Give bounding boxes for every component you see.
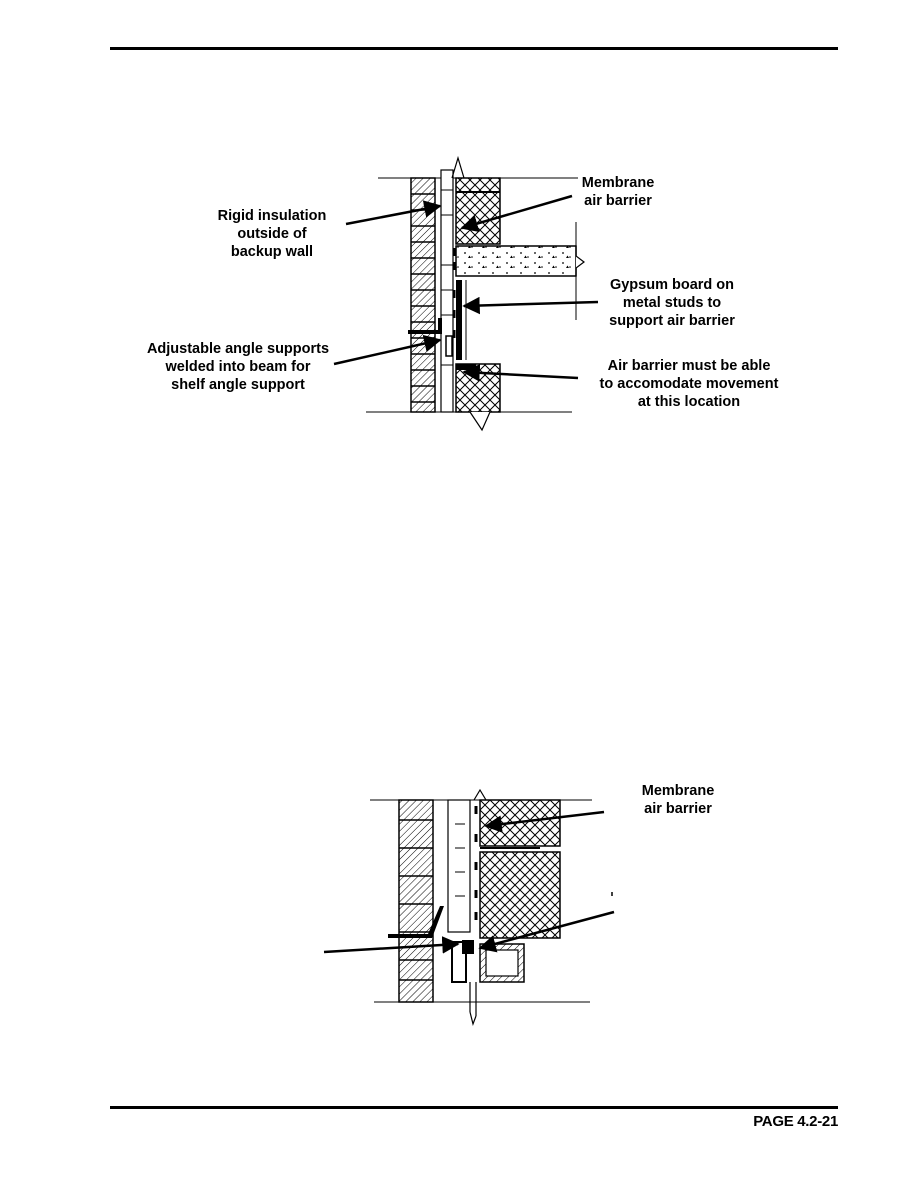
- bottom-wall-detail: [323, 788, 615, 1027]
- top-wall-detail: [333, 155, 599, 432]
- label-accommodate-movement: Air barrier must be able to accomodate m…: [599, 358, 779, 410]
- page-number: PAGE 4.2-21: [753, 1113, 838, 1130]
- label-rigid-insulation: Rigid insulation outside of backup wall: [217, 208, 327, 260]
- label-membrane-air-barrier-top: Membrane air barrier: [581, 175, 655, 209]
- footer-rule: [110, 1106, 838, 1109]
- label-adjustable-angle-supports: Adjustable angle supports welded into be…: [146, 341, 330, 393]
- label-membrane-air-barrier-bottom: Membrane air barrier: [641, 783, 715, 817]
- label-gypsum-board: Gypsum board on metal studs to support a…: [609, 277, 735, 329]
- header-rule: [110, 47, 838, 50]
